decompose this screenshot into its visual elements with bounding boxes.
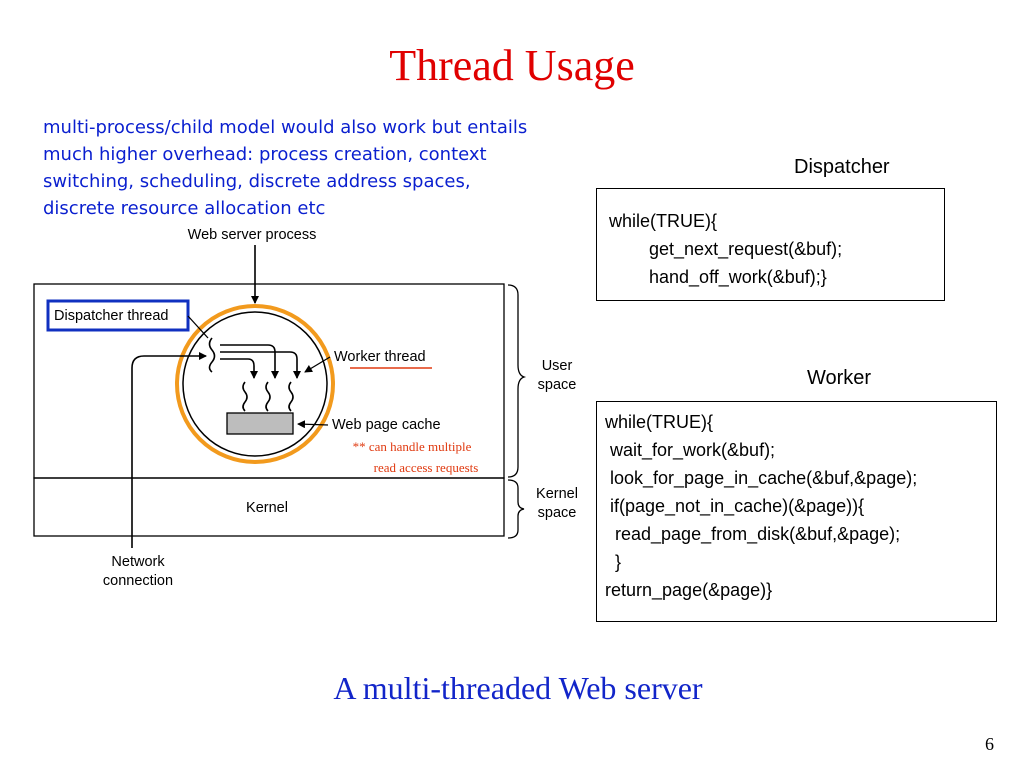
code-line: wait_for_work(&buf); [605,440,776,460]
kernel-space-label-line-2: space [538,505,577,521]
worker-code-box: while(TRUE){ wait_for_work(&buf); look_f… [596,401,997,622]
network-connection-line [131,352,207,548]
worker-code-label: Worker [807,367,872,389]
overhead-note: multi-process/child model would also wor… [43,114,633,222]
dispatcher-code-label: Dispatcher [794,156,890,178]
page-number: 6 [985,734,994,754]
kernel-label: Kernel [246,500,288,516]
handoff-arrow [220,344,279,379]
worker-thread-label: Worker thread [334,349,426,365]
code-line: while(TRUE){ [605,412,714,432]
dispatcher-thread-label: Dispatcher thread [54,308,168,324]
kernel-region [33,477,505,537]
handoff-arrow [220,351,301,379]
note-line: multi-process/child model would also wor… [43,117,528,138]
web-server-process-inner-circle [182,311,328,457]
note-line: much higher overhead: process creation, … [43,144,487,165]
handoff-arrow [220,358,258,379]
note-line: discrete resource allocation etc [43,198,326,219]
cache-pointer-line [297,420,329,429]
kernel-space-brace [507,479,525,539]
web-server-diagram: Web server process Dispatcher thread Wor… [33,227,578,589]
kernel-space-label-line-1: Kernel [536,486,578,502]
dispatcher-code-box: while(TRUE){ get_next_request(&buf); han… [596,188,945,301]
note-line: switching, scheduling, discrete address … [43,171,471,192]
code-line: look_for_page_in_cache(&buf,&page); [605,468,918,488]
dispatcher-thread-box [46,299,190,332]
user-space-brace [507,284,527,478]
slide-title: Thread Usage [389,41,635,90]
slide-caption: A multi-threaded Web server [333,670,703,706]
user-space-label-line-2: space [538,377,577,393]
dispatcher-thread-squiggle [208,337,216,373]
web-page-cache-block [226,412,294,435]
code-line: while(TRUE){ [609,211,718,231]
code-line: read_page_from_disk(&buf,&page); [605,524,901,544]
web-server-process-label: Web server process [188,227,317,243]
worker-thread-squiggle [288,381,294,412]
network-label-line-2: connection [103,573,173,589]
cache-annotation-line-2: read access requests [374,460,479,475]
code-line: if(page_not_in_cache)(&page)){ [605,496,865,516]
worker-pointer-line [304,356,331,373]
worker-thread-squiggle [265,381,271,412]
web-page-cache-label: Web page cache [332,417,441,433]
worker-thread-squiggle [242,381,248,412]
dispatcher-pointer-line [187,315,209,339]
code-line: return_page(&page)} [605,580,773,600]
code-line: get_next_request(&buf); [609,239,843,259]
cache-annotation-line-1: ** can handle multiple [353,439,472,454]
network-label-line-1: Network [111,554,165,570]
code-line: hand_off_work(&buf);} [609,267,827,287]
user-space-label-line-1: User [542,358,573,374]
web-server-process-circle [175,304,335,464]
code-line: } [605,552,622,572]
